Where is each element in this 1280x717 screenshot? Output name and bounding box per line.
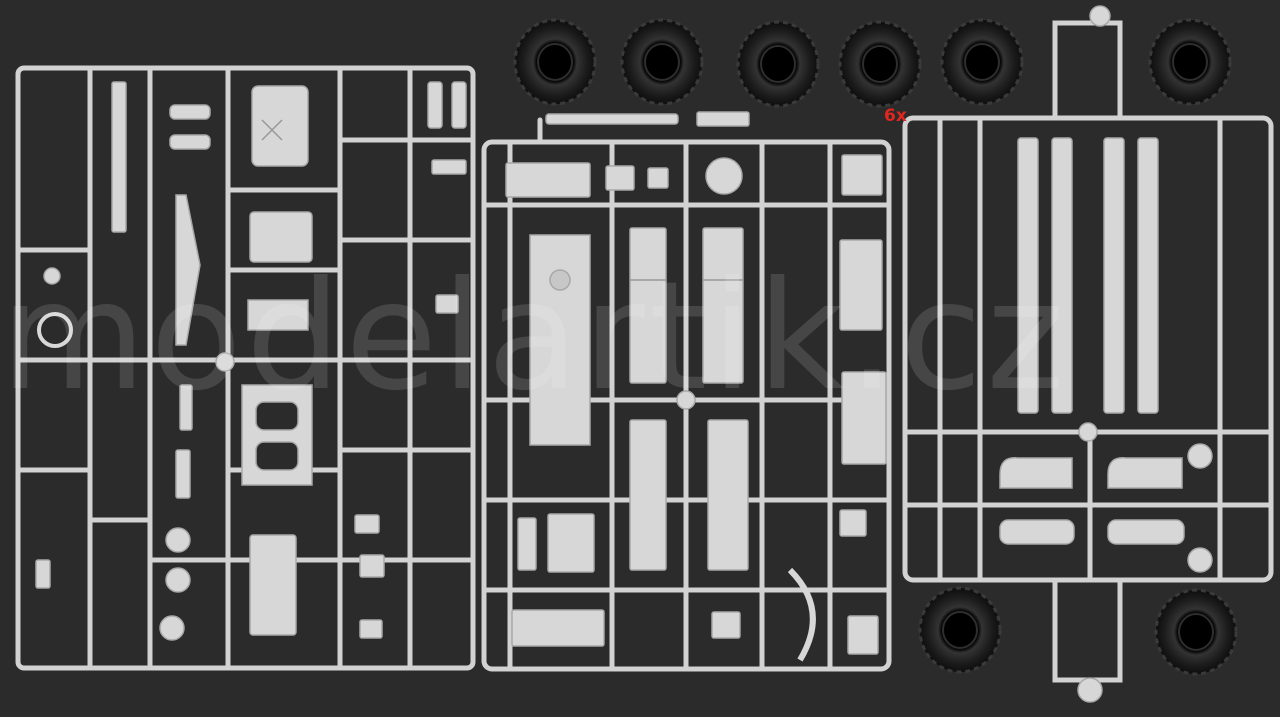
left-sprue-parts	[35, 81, 467, 641]
right-sprue-parts	[999, 5, 1213, 703]
tire	[1148, 18, 1232, 106]
right-sprue	[902, 20, 1274, 683]
tire	[940, 18, 1024, 106]
quantity-label: 6x	[884, 106, 907, 126]
tires	[513, 18, 1238, 676]
middle-sprue-parts	[505, 111, 887, 662]
tire	[918, 586, 1002, 674]
tire	[1154, 588, 1238, 676]
tire	[620, 18, 704, 106]
tire	[838, 20, 922, 108]
tire	[513, 18, 597, 106]
left-sprue	[15, 65, 476, 671]
tire	[736, 20, 820, 108]
